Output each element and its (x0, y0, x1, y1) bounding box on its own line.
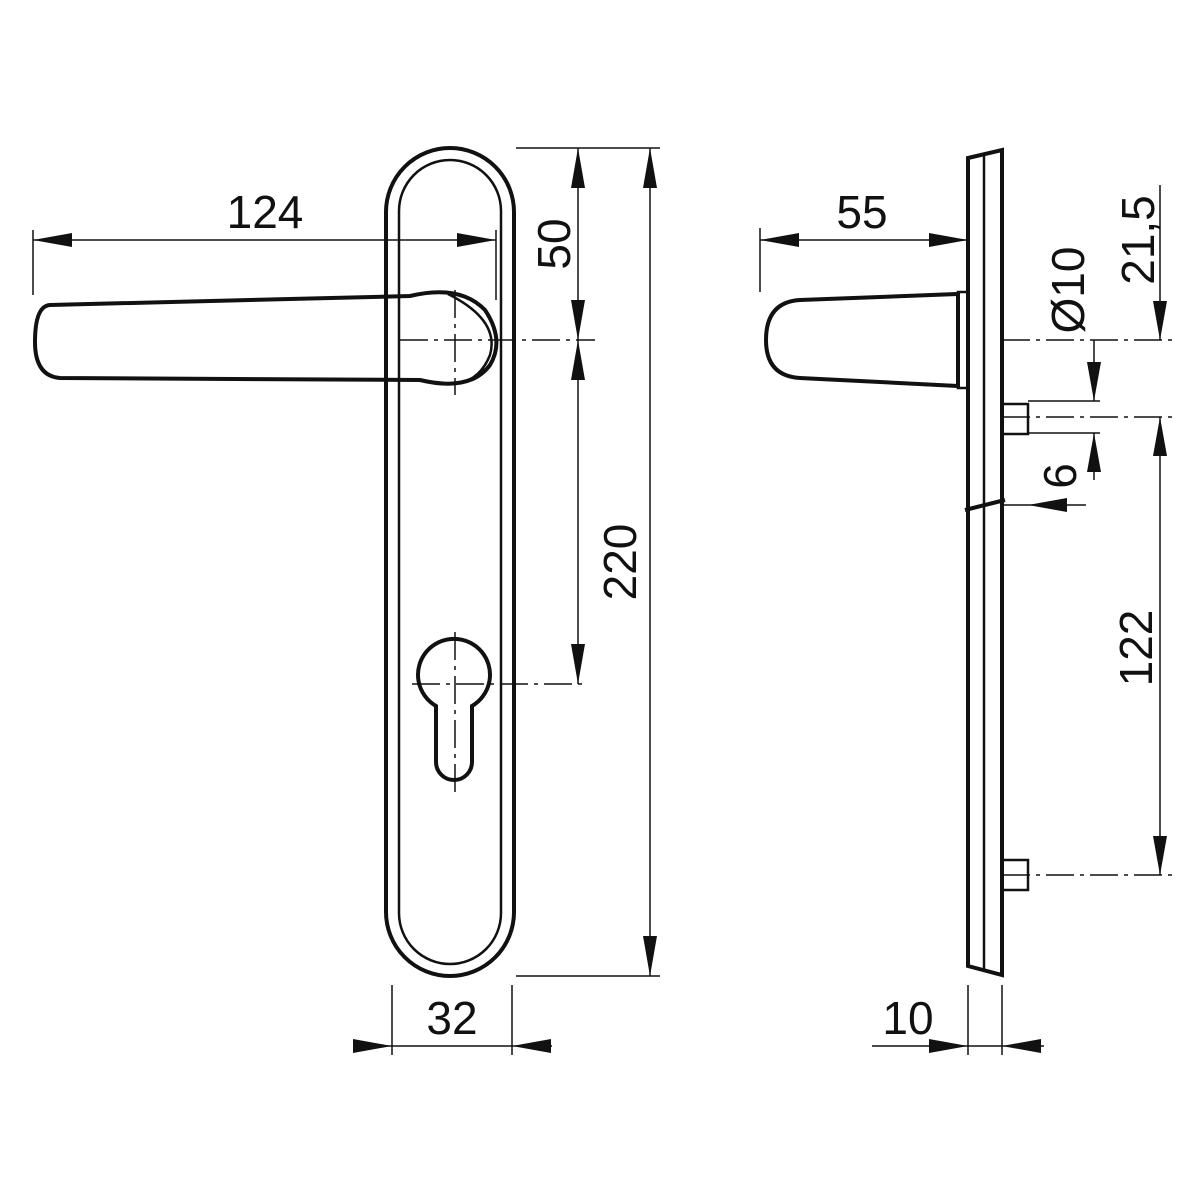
dim-10-label: 10 (882, 992, 933, 1044)
dim-220-label: 220 (594, 524, 646, 601)
dim-122-label: 122 (1110, 610, 1162, 687)
dim-d10-arrow-top (1087, 362, 1101, 401)
handle-rose-arc (447, 292, 493, 386)
dim-spindle-cylinder-arrow-top (571, 340, 585, 380)
lever-handle (32, 290, 499, 386)
cylinder-keyhole (416, 636, 492, 782)
side-dimensions: 55 Ø10 21,5 6 122 10 (759, 185, 1167, 1055)
dim-21-5-label: 21,5 (1112, 195, 1164, 285)
dim-10-arrow-right (1002, 1039, 1041, 1053)
dim-6-arrow-left (1028, 498, 1067, 512)
backplate-outline (384, 146, 516, 978)
side-lever-handle (763, 291, 960, 389)
dim-10-arrow-left (929, 1039, 968, 1053)
dim-32-arrow-left (353, 1039, 392, 1053)
dim-124-arrow-right (457, 233, 496, 247)
dim-d10-arrow-bottom (1087, 433, 1101, 472)
dim-220-arrow-top (643, 148, 657, 188)
side-view (763, 147, 1172, 978)
side-plate-outline (966, 147, 1004, 978)
dim-55-arrow-left (760, 233, 799, 247)
dim-50-arrow-bottom (571, 300, 585, 340)
dim-124-arrow-left (33, 233, 72, 247)
dim-50-arrow-top (571, 148, 585, 188)
dim-50-label: 50 (528, 218, 580, 269)
dim-d10-label: Ø10 (1042, 247, 1094, 334)
dim-220-arrow-bottom (643, 936, 657, 976)
dim-32-label: 32 (426, 992, 477, 1044)
dim-spindle-cylinder-arrow-bottom (571, 644, 585, 684)
front-view (32, 146, 595, 978)
dim-122-arrow-top (1153, 417, 1167, 456)
dim-6-label: 6 (1034, 463, 1086, 489)
backplate-inner-outline (397, 158, 503, 966)
dim-55-arrow-right (929, 233, 968, 247)
side-plate-break (964, 498, 1006, 512)
side-handle-rose (956, 290, 970, 390)
dim-124-label: 124 (227, 186, 304, 238)
dim-21-5-arrow (1153, 301, 1167, 340)
front-dimensions: 124 50 220 32 (32, 147, 660, 1055)
dim-122-arrow-bottom (1153, 836, 1167, 875)
dim-32-arrow-right (512, 1039, 551, 1053)
dim-55-label: 55 (836, 186, 887, 238)
upper-screw-boss (1000, 402, 1030, 436)
